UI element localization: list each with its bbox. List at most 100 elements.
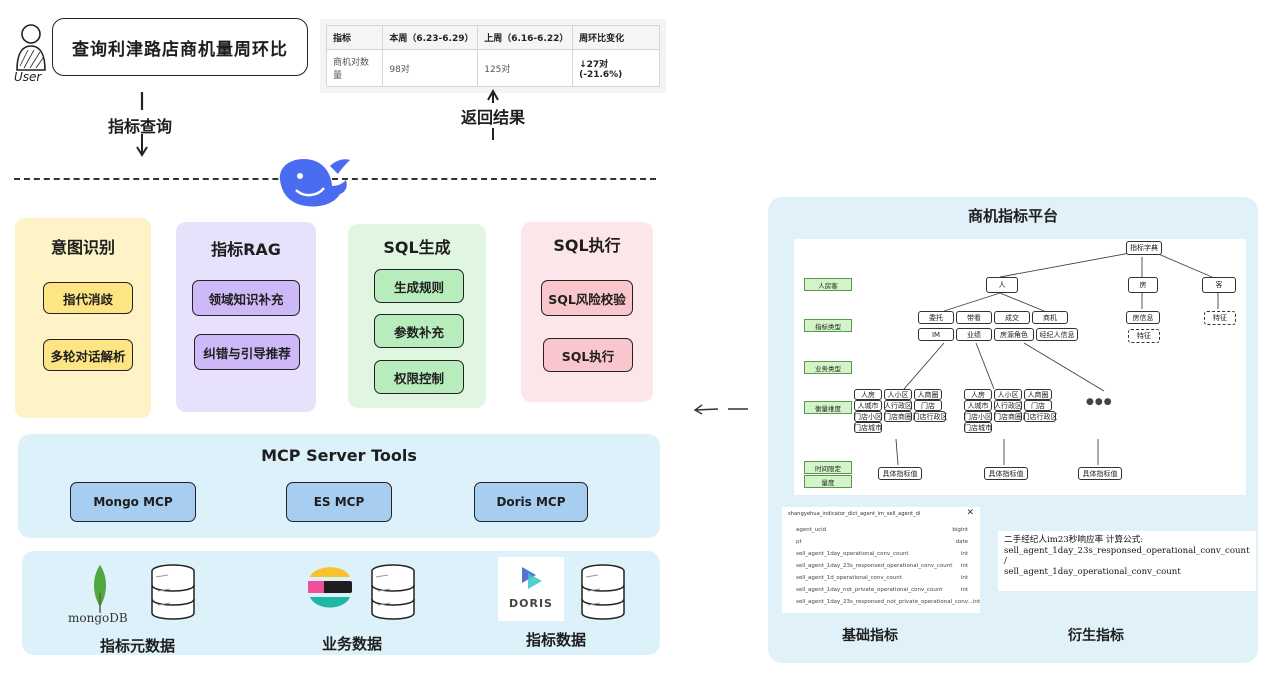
elastic-logo-icon [308, 567, 352, 608]
sqlexec-panel: SQL执行 SQL风险校验 SQL执行 [521, 222, 653, 402]
table-field-card: shangyehua_indicator_dict_agent_im_sell_… [782, 507, 980, 613]
sqlgen-chip: 参数补充 [374, 314, 464, 348]
sqlexec-chip: SQL风险校验 [541, 280, 633, 316]
user-icon [16, 24, 46, 71]
tree-dim-node: 人房 [964, 389, 992, 400]
es-mcp-box: ES MCP [286, 482, 392, 522]
field-type: int [960, 563, 968, 569]
doris-logo-card: DORIS [498, 557, 564, 621]
tree-dim-node: 门店商圈 [994, 411, 1022, 422]
business-data-label: 业务数据 [322, 635, 383, 653]
user-label: User [14, 70, 42, 84]
tree-dim-node: 门店行政区 [912, 411, 948, 422]
tree-value-node: 具体指标值 [1078, 467, 1122, 480]
tree-dim-node: 门店 [1024, 400, 1052, 411]
result-cell: 98对 [382, 49, 479, 87]
intent-title: 意图识别 [50, 238, 115, 257]
mcp-title: MCP Server Tools [261, 446, 417, 465]
intent-chip: 多轮对话解析 [43, 339, 133, 371]
query-flow-label: 指标查询 [108, 117, 173, 136]
tree-dim-node: 人小区 [994, 389, 1022, 400]
derived-metric-label: 衍生指标 [1068, 628, 1124, 644]
sqlgen-chip: 权限控制 [374, 360, 464, 394]
result-header-cell: 本周（6.23-6.29） [382, 25, 479, 50]
field-row: sell_agent_1day_not_private_operational_… [796, 587, 968, 597]
tree-node-client: 客 [1202, 277, 1236, 293]
tree-dim-node: 人小区 [884, 389, 912, 400]
database-icon [151, 564, 195, 620]
whale-logo [279, 158, 350, 207]
formula-title: 二手经纪人im23秒响应率 计算公式: [1004, 535, 1144, 545]
metric-data-label: 指标数据 [526, 631, 587, 649]
formula-divider: / [1004, 556, 1007, 566]
sqlexec-title: SQL执行 [553, 236, 621, 255]
tree-type-node: 房源角色 [994, 328, 1034, 341]
tree-level-label: 人房客 [804, 278, 852, 291]
base-metric-label: 基础指标 [842, 628, 898, 644]
field-type: int [960, 587, 968, 593]
field-name: sell_agent_1day_operational_conv_count [796, 551, 909, 557]
data-sources-panel: mongoDB DORIS 指标元数据 业务数据 指标数据 [22, 551, 660, 655]
result-flow-label: 返回结果 [461, 108, 526, 127]
tree-house-feature-node: 特征 [1128, 329, 1160, 343]
field-type: int [972, 599, 981, 605]
table-name: shangyehua_indicator_dict_agent_im_sell_… [788, 511, 921, 517]
tree-dim-node: 人商圈 [914, 389, 942, 400]
field-name: pt [796, 539, 802, 545]
result-table: 指标 本周（6.23-6.29） 上周（6.16-6.22） 周环比变化 商机对… [325, 25, 660, 87]
tree-type-node: 经纪人信息 [1036, 328, 1078, 341]
tree-dim-node: 人行政区 [884, 400, 912, 411]
tree-node-house: 房 [1128, 277, 1158, 293]
tree-node-person: 人 [986, 277, 1018, 293]
intent-panel: 意图识别 指代消歧 多轮对话解析 [15, 218, 151, 418]
rag-chip: 纠错与引导推荐 [194, 334, 300, 370]
result-cell: 125对 [477, 49, 574, 87]
arrow-down-icon [136, 92, 148, 157]
database-icon [371, 564, 415, 620]
formula-denominator: sell_agent_1day_operational_conv_count [1004, 566, 1181, 577]
metric-metadata-label: 指标元数据 [100, 637, 176, 655]
mongo-mcp-box: Mongo MCP [70, 482, 196, 522]
tree-dim-node: 人房 [854, 389, 882, 400]
tree-dim-node: 人行政区 [994, 400, 1022, 411]
tree-level-label: 业务类型 [804, 361, 852, 374]
tree-dim-node: 门店小区 [964, 411, 992, 422]
arrow-left-icon [693, 404, 748, 415]
field-name: sell_agent_1d_operational_conv_count [796, 575, 902, 581]
field-type: int [960, 551, 968, 557]
tree-root-node: 指标字典 [1126, 241, 1162, 255]
tree-type-node: 业绩 [956, 328, 992, 341]
tree-level-label: 指标类型 [804, 319, 852, 332]
result-cell-change: ↓27对 (-21.6%) [572, 49, 660, 87]
close-icon[interactable]: ✕ [966, 508, 974, 518]
sqlexec-chip: SQL执行 [543, 338, 633, 372]
tree-dim-node: 门店城市 [964, 422, 992, 433]
mcp-tools-panel: MCP Server Tools Mongo MCP ES MCP Doris … [18, 434, 660, 538]
doris-logo-icon [522, 567, 542, 589]
rag-panel: 指标RAG 领域知识补充 纠错与引导推荐 [176, 222, 316, 412]
field-name: sell_agent_1day_23s_responsed_not_privat… [796, 599, 973, 605]
field-name: sell_agent_1day_not_private_operational_… [796, 587, 943, 593]
rag-title: 指标RAG [211, 240, 281, 259]
sqlgen-title: SQL生成 [383, 238, 451, 257]
mongodb-wordmark: mongoDB [68, 611, 128, 625]
field-row: sell_agent_1day_23s_responsed_not_privat… [796, 599, 980, 609]
tree-dim-node: 人城市 [854, 400, 882, 411]
sqlgen-chip: 生成规则 [374, 269, 464, 303]
divider-dashed-line [14, 178, 656, 180]
database-icon [581, 564, 625, 620]
result-header-cell: 上周（6.16-6.22） [477, 25, 574, 50]
tree-type-node: 成交 [994, 311, 1030, 324]
tree-dim-node: 人商圈 [1024, 389, 1052, 400]
tree-dim-node: 门店城市 [854, 422, 882, 433]
metric-platform-panel: 商机指标平台 指标字典 人 房 客 委托 带看 成交 商机 IM 业绩 房源角色… [768, 197, 1258, 663]
tree-client-feature-node: 特征 [1204, 311, 1236, 325]
query-bubble: 查询利津路店商机量周环比 [52, 18, 308, 76]
field-name: sell_agent_1day_23s_responsed_operationa… [796, 563, 953, 569]
tree-dim-node: 门店小区 [854, 411, 882, 422]
field-row: sell_agent_1day_operational_conv_count in… [796, 551, 968, 561]
tree-dim-node: 门店 [914, 400, 942, 411]
doris-mcp-box: Doris MCP [474, 482, 588, 522]
